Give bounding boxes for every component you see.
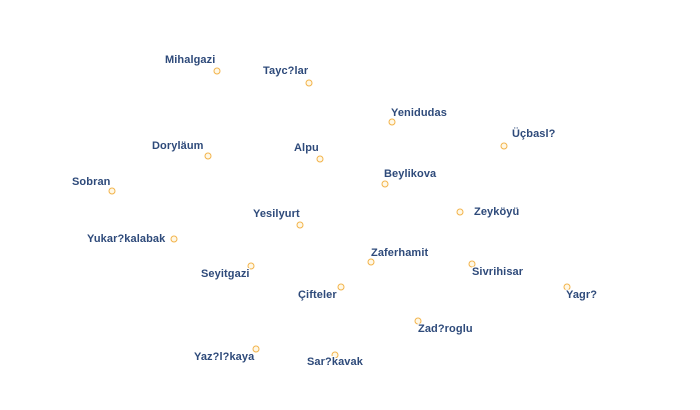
place-marker[interactable] xyxy=(500,142,508,150)
place-label: Yagr? xyxy=(566,289,598,301)
place-label: Sobran xyxy=(72,176,111,188)
place-marker[interactable] xyxy=(170,235,178,243)
place-marker[interactable] xyxy=(247,262,255,270)
place-label: Yukar?kalabak xyxy=(87,233,166,245)
place-marker[interactable] xyxy=(108,187,116,195)
place-label: Yenidudas xyxy=(391,107,447,119)
place-label: Seyitgazi xyxy=(201,268,250,280)
place-marker[interactable] xyxy=(367,258,375,266)
place-marker[interactable] xyxy=(388,118,396,126)
place-label: Beylikova xyxy=(384,168,437,180)
place-label: Alpu xyxy=(294,142,319,154)
place-label: Yesilyurt xyxy=(253,208,300,220)
place-marker[interactable] xyxy=(456,208,464,216)
place-label: Doryläum xyxy=(152,140,204,152)
place-marker[interactable] xyxy=(305,79,313,87)
place-label: Yaz?l?kaya xyxy=(194,351,255,363)
place-label: Tayc?lar xyxy=(263,65,309,77)
place-label: Çifteler xyxy=(298,289,337,301)
place-marker[interactable] xyxy=(204,152,212,160)
place-marker[interactable] xyxy=(252,345,260,353)
place-marker[interactable] xyxy=(563,283,571,291)
place-label: Sivrihisar xyxy=(472,266,524,278)
place-label: Sar?kavak xyxy=(307,356,363,368)
place-label: Zad?roglu xyxy=(418,323,473,335)
place-label: Zeyköyü xyxy=(474,206,520,218)
place-marker[interactable] xyxy=(381,180,389,188)
place-marker[interactable] xyxy=(337,283,345,291)
place-label: Mihalgazi xyxy=(165,54,216,66)
place-marker[interactable] xyxy=(296,221,304,229)
place-marker[interactable] xyxy=(213,67,221,75)
place-label: Zaferhamit xyxy=(371,247,429,259)
place-marker[interactable] xyxy=(414,317,422,325)
place-marker[interactable] xyxy=(316,155,324,163)
place-label: Üçbasl? xyxy=(512,128,556,140)
place-marker[interactable] xyxy=(331,351,339,359)
place-marker[interactable] xyxy=(468,260,476,268)
